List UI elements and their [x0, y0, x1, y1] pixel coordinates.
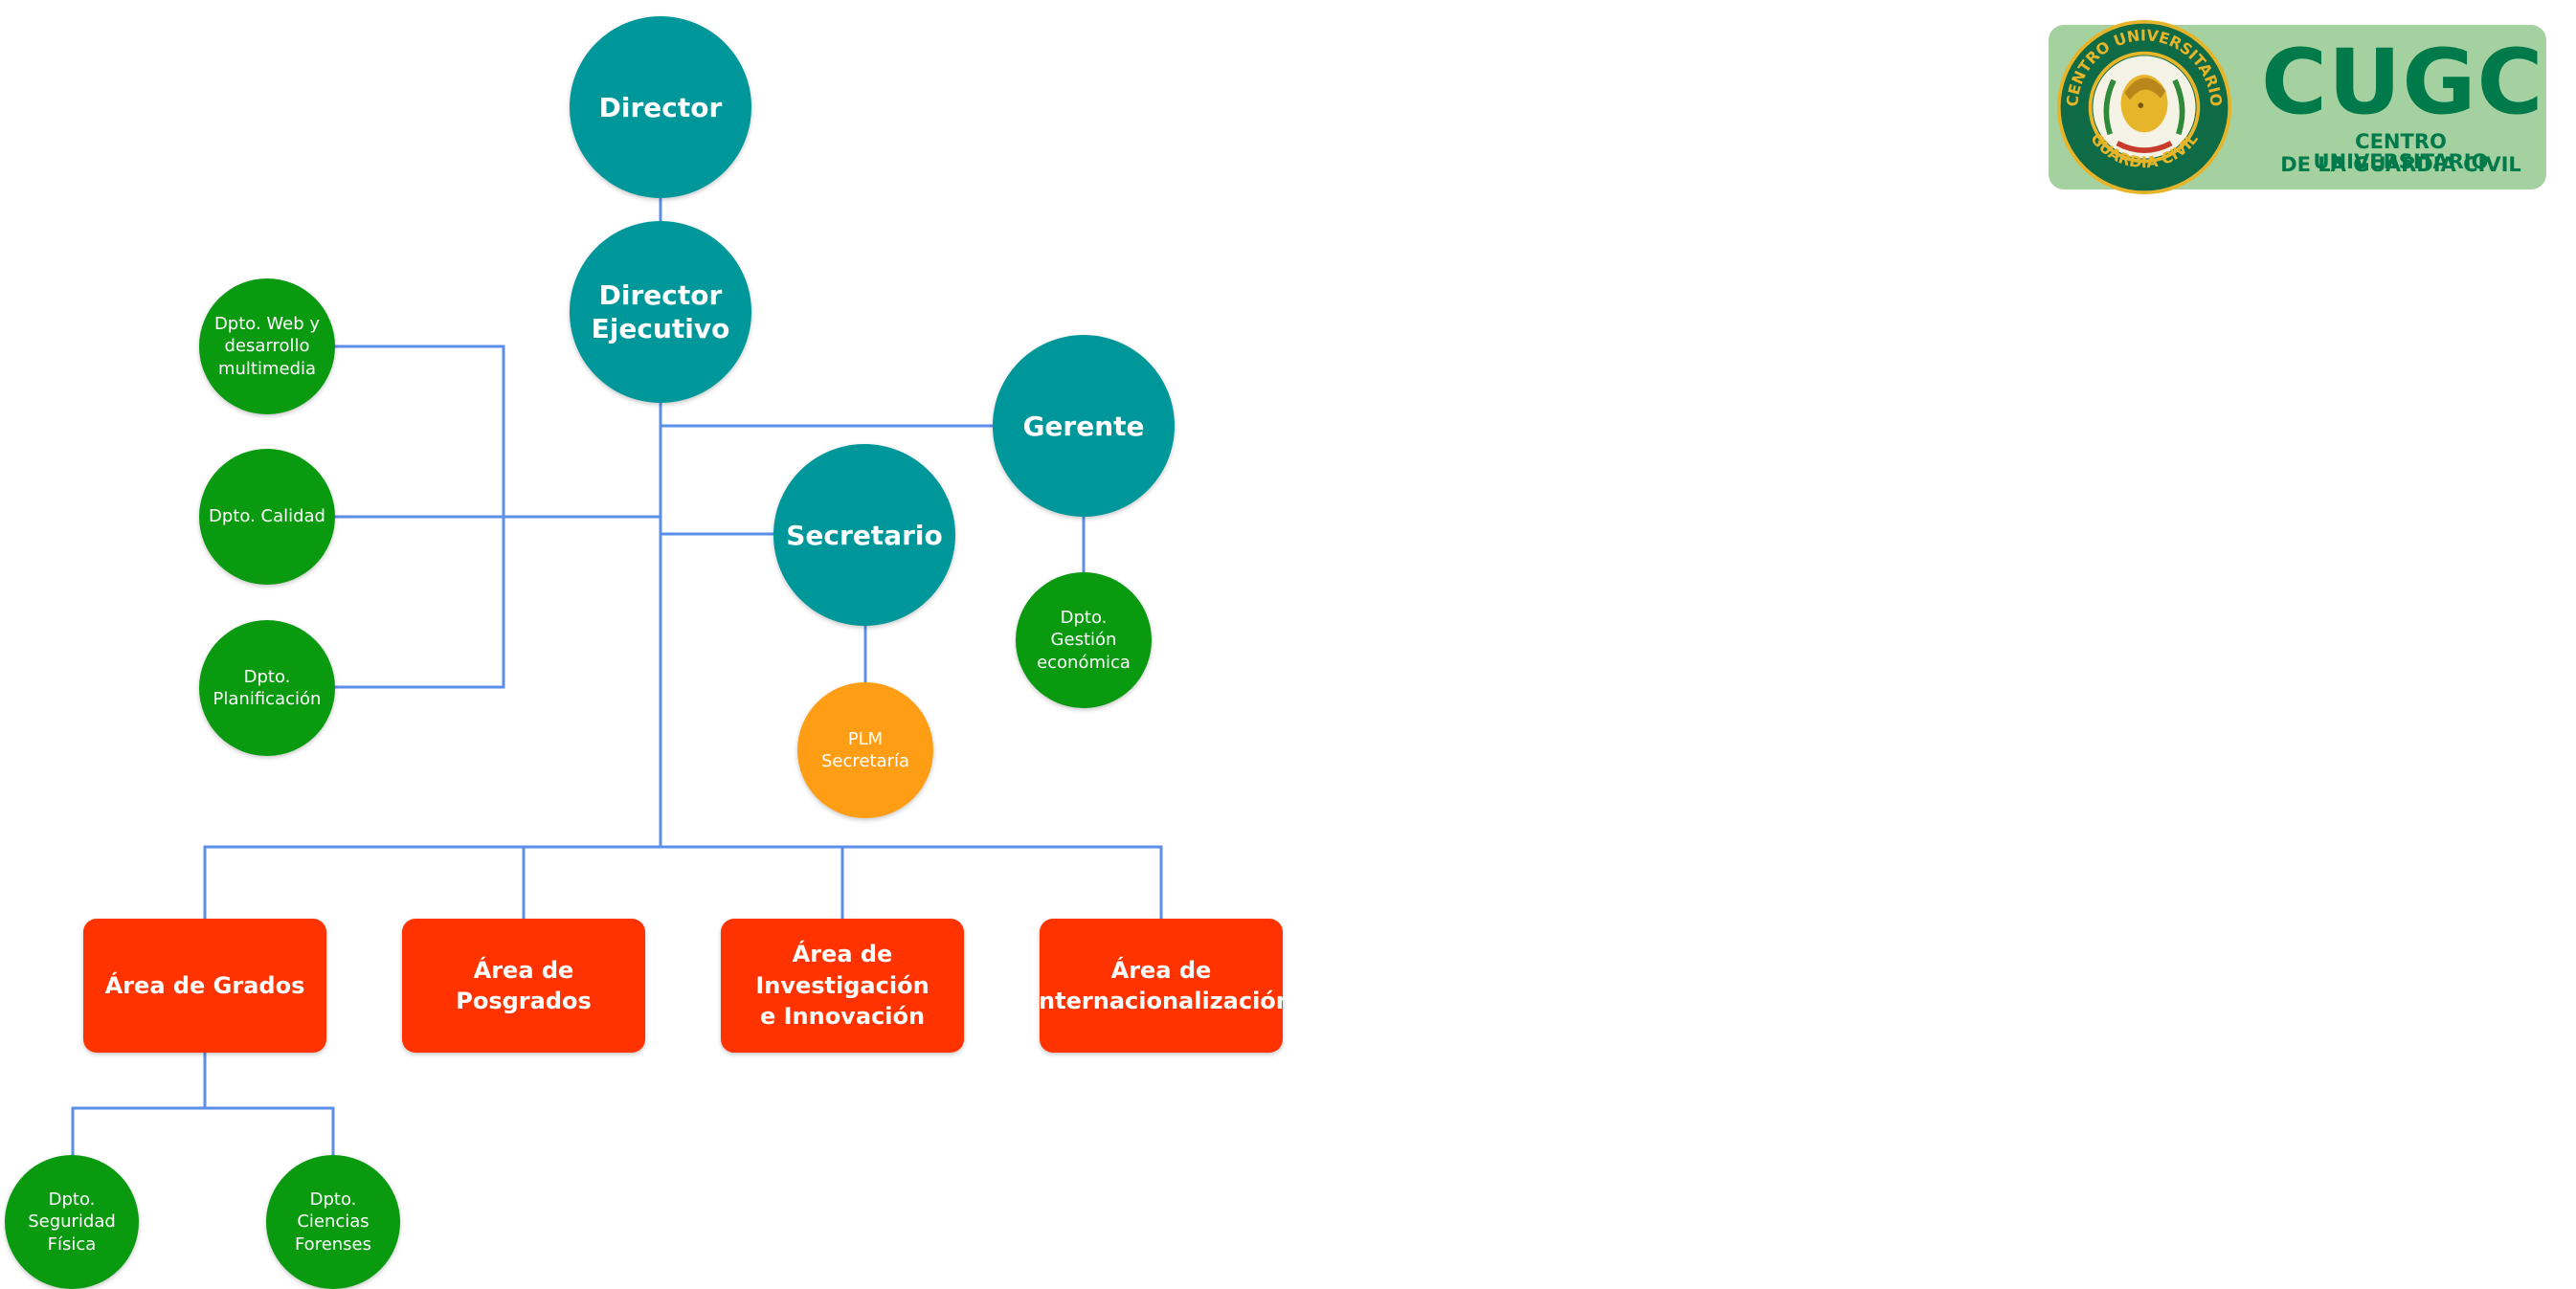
node-dpto-calidad: Dpto. Calidad	[199, 449, 335, 585]
node-area-investigacion-label: Área de Investigación e Innovación	[755, 941, 930, 1031]
node-director-ejecutivo: Director Ejecutivo	[570, 221, 751, 403]
node-dpto-gestion-label: Dpto. Gestión económica	[1037, 607, 1131, 673]
node-dpto-planificacion-label: Dpto. Planificación	[213, 666, 322, 709]
logo-line-1: CENTRO UNIVERSITARIO	[2313, 130, 2489, 173]
node-area-internacionalizacion: Área de Internacionalización	[1030, 919, 1292, 1053]
node-dpto-gestion: Dpto. Gestión económica	[1016, 572, 1152, 708]
node-secretario: Secretario	[773, 444, 955, 626]
node-area-internacionalizacion-label: Área de Internacionalización	[1030, 956, 1292, 1014]
node-area-grados: Área de Grados	[83, 919, 326, 1053]
node-dpto-web: Dpto. Web y desarrollo multimedia	[199, 278, 335, 414]
node-area-posgrados: Área de Posgrados	[402, 919, 645, 1053]
node-dpto-seguridad: Dpto. Seguridad Física	[5, 1155, 139, 1289]
node-dpto-seguridad-label: Dpto. Seguridad Física	[28, 1189, 116, 1255]
node-director: Director	[570, 16, 751, 198]
node-plm-secretaria-label: PLM Secretaría	[821, 728, 909, 771]
node-dpto-forenses-label: Dpto. Ciencias Forenses	[294, 1189, 372, 1255]
logo-abbreviation: CUGC	[2261, 31, 2544, 135]
node-director-ejecutivo-label: Director Ejecutivo	[591, 279, 730, 344]
cugc-logo: CENTRO UNIVERSITARIO GUARDIA CIVIL CUGC …	[2049, 19, 2546, 195]
logo-line-2: DE LA GUARDIA CIVIL	[2280, 153, 2521, 176]
node-area-posgrados-label: Área de Posgrados	[456, 956, 592, 1014]
node-director-label: Director	[598, 91, 723, 123]
node-dpto-calidad-label: Dpto. Calidad	[209, 506, 325, 527]
node-secretario-label: Secretario	[786, 519, 943, 551]
guardia-civil-seal-icon: CENTRO UNIVERSITARIO GUARDIA CIVIL	[2056, 19, 2232, 195]
node-gerente-label: Gerente	[1022, 410, 1145, 442]
node-dpto-forenses: Dpto. Ciencias Forenses	[266, 1155, 400, 1289]
node-gerente: Gerente	[993, 335, 1175, 517]
node-area-grados-label: Área de Grados	[104, 971, 305, 999]
node-dpto-planificacion: Dpto. Planificación	[199, 620, 335, 756]
node-dpto-web-label: Dpto. Web y desarrollo multimedia	[213, 313, 321, 379]
node-area-investigacion: Área de Investigación e Innovación	[721, 919, 964, 1053]
node-plm-secretaria: PLM Secretaría	[797, 682, 933, 818]
